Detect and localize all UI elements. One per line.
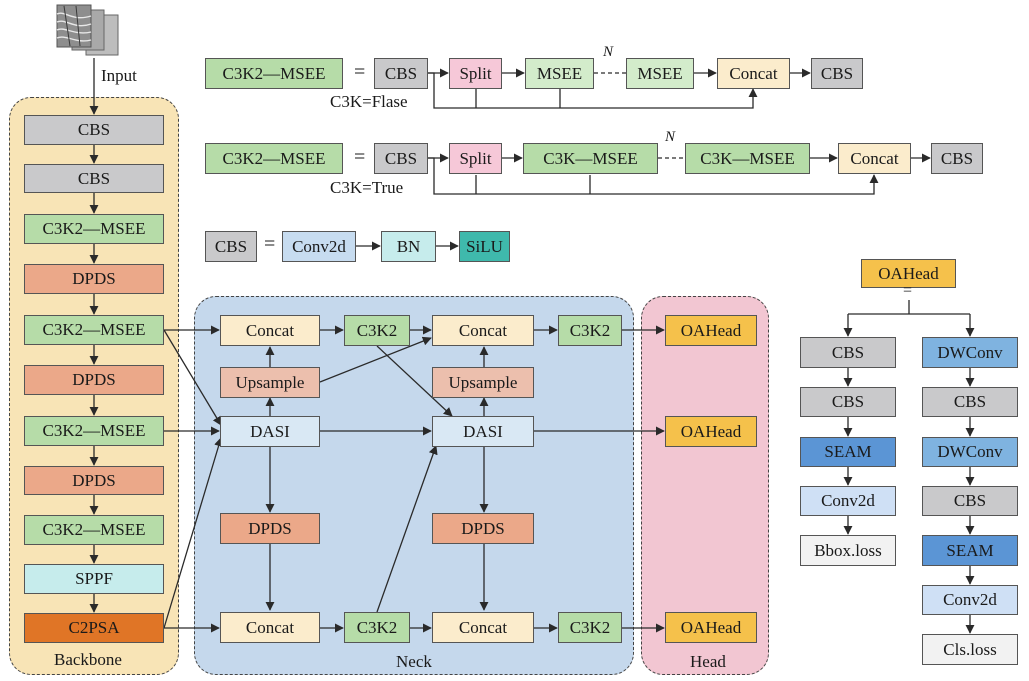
legend2-cbs-2: CBS (931, 143, 983, 174)
head-region (641, 296, 769, 675)
neck-region (194, 296, 634, 675)
legend1-split: Split (449, 58, 502, 89)
legend2-c3k2-msee: C3K2—MSEE (205, 143, 343, 174)
neck-dpds-2: DPDS (432, 513, 534, 544)
neck-dasi-1: DASI (220, 416, 320, 447)
neck-upsample-2: Upsample (432, 367, 534, 398)
head-oahead-3: OAHead (665, 612, 757, 643)
input-label: Input (101, 66, 137, 85)
neck-c3k2-bottom-2: C3K2 (558, 612, 622, 643)
legend1-condition: C3K=Flase (330, 92, 408, 111)
legend2-n: N (665, 129, 676, 145)
legend1-cbs: CBS (374, 58, 428, 89)
oahead-left-bbox-loss: Bbox.loss (800, 535, 896, 566)
legend2-condition: C3K=True (330, 178, 404, 197)
legend3-equals: = (264, 233, 276, 255)
legend1-msee-2: MSEE (626, 58, 694, 89)
oahead-left-seam: SEAM (800, 437, 896, 467)
backbone-dpds-1: DPDS (24, 264, 164, 294)
legend1-concat: Concat (717, 58, 790, 89)
oahead-left-conv2d: Conv2d (800, 486, 896, 516)
head-oahead-1: OAHead (665, 315, 757, 346)
edge-ups1-concat2 (319, 336, 432, 383)
edge-c2psa-dasi (163, 437, 224, 629)
oahead-left-cbs-2: CBS (800, 387, 896, 417)
neck-caption: Neck (396, 652, 432, 671)
edge-bc3k2-dasi2 (376, 445, 438, 613)
oahead-left-cbs-1: CBS (800, 337, 896, 368)
neck-concat-bottom-1: Concat (220, 612, 320, 643)
backbone-sppf: SPPF (24, 564, 164, 594)
legend2-c3k-msee-2: C3K—MSEE (685, 143, 810, 174)
backbone-c3k2-msee-3: C3K2—MSEE (24, 416, 164, 446)
neck-upsample-1: Upsample (220, 367, 320, 398)
backbone-c3k2-msee-1: C3K2—MSEE (24, 214, 164, 244)
legend3-cbs: CBS (205, 231, 257, 262)
neck-dasi-2: DASI (432, 416, 534, 447)
oahead-right-cbs-1: CBS (922, 387, 1018, 417)
oahead-right-cls-loss: Cls.loss (922, 634, 1018, 665)
backbone-c3k2-msee-4: C3K2—MSEE (24, 515, 164, 545)
neck-dpds-1: DPDS (220, 513, 320, 544)
legend1-equals: = (354, 61, 366, 83)
legend2-cbs: CBS (374, 143, 428, 174)
legend3-conv2d: Conv2d (282, 231, 356, 262)
legend1-n: N (603, 44, 614, 60)
legend2-concat: Concat (838, 143, 911, 174)
oahead-right-conv2d: Conv2d (922, 585, 1018, 615)
edge-c3k2-dasi2 (376, 345, 453, 417)
backbone-cbs-2: CBS (24, 164, 164, 193)
edge-l2-bypass (428, 157, 879, 195)
neck-concat-bottom-2: Concat (432, 612, 534, 643)
legend3-silu: SiLU (459, 231, 510, 262)
oahead-def-equals: = (903, 282, 913, 299)
neck-concat-top-1: Concat (220, 315, 320, 346)
backbone-c2psa: C2PSA (24, 613, 164, 643)
oahead-right-seam: SEAM (922, 535, 1018, 566)
legend1-cbs-2: CBS (811, 58, 863, 89)
input-image-icon (56, 4, 119, 56)
neck-c3k2-bottom-1: C3K2 (344, 612, 410, 643)
legend2-equals: = (354, 146, 366, 168)
backbone-dpds-2: DPDS (24, 365, 164, 395)
oahead-right-dwconv-1: DWConv (922, 337, 1018, 368)
neck-concat-top-2: Concat (432, 315, 534, 346)
oahead-def-title: OAHead (861, 259, 956, 288)
legend3-bn: BN (381, 231, 436, 262)
backbone-dpds-3: DPDS (24, 466, 164, 495)
oahead-right-dwconv-2: DWConv (922, 437, 1018, 467)
backbone-c3k2-msee-2: C3K2—MSEE (24, 315, 164, 345)
legend1-c3k2-msee: C3K2—MSEE (205, 58, 343, 89)
backbone-caption: Backbone (54, 650, 122, 669)
head-oahead-2: OAHead (665, 416, 757, 447)
head-caption: Head (690, 652, 726, 671)
legend1-msee-1: MSEE (525, 58, 594, 89)
legend2-split: Split (449, 143, 502, 174)
oahead-right-cbs-2: CBS (922, 486, 1018, 516)
neck-c3k2-top-1: C3K2 (344, 315, 410, 346)
legend2-c3k-msee-1: C3K—MSEE (523, 143, 658, 174)
backbone-cbs-1: CBS (24, 115, 164, 145)
edge-bb-dasi-a (163, 329, 222, 426)
edge-l1-bypass (428, 72, 758, 109)
neck-c3k2-top-2: C3K2 (558, 315, 622, 346)
